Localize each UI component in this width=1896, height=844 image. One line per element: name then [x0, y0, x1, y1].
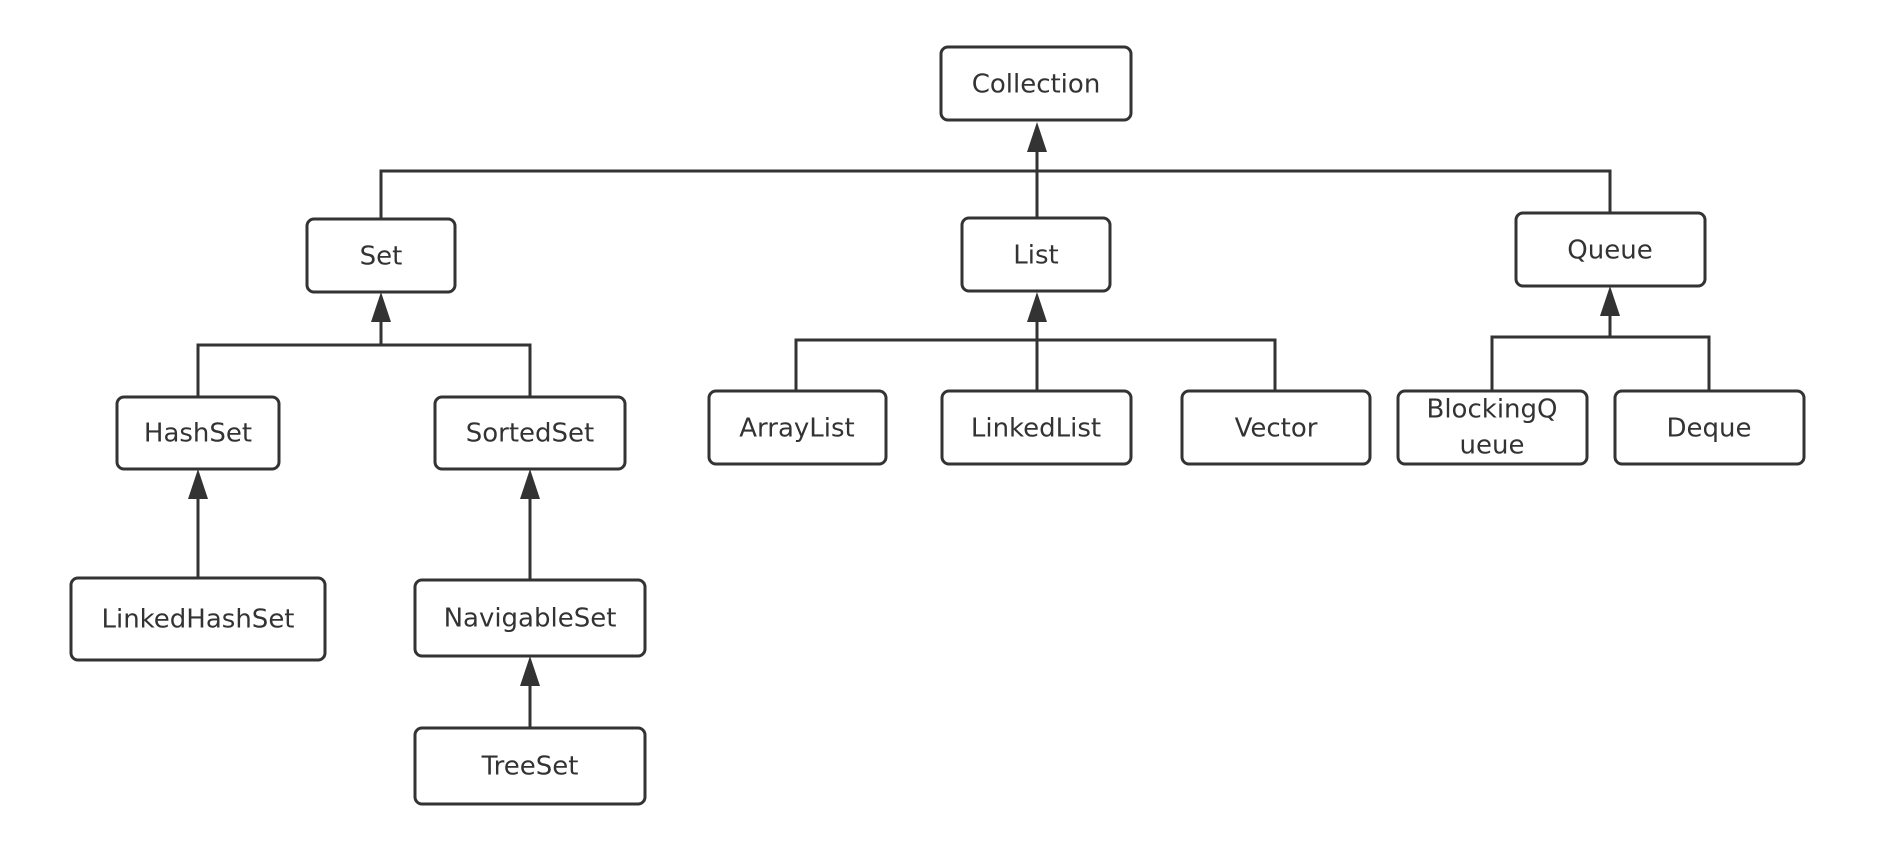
node-collection[interactable]: Collection: [939, 45, 1133, 122]
nodes: Collection Set List Queue HashSet Sorted…: [69, 45, 1806, 806]
node-set[interactable]: Set: [305, 217, 457, 294]
node-label: LinkedList: [971, 414, 1101, 444]
arrow-head-navigableset: [520, 656, 540, 686]
node-list[interactable]: List: [960, 216, 1112, 293]
node-blockingqueue[interactable]: BlockingQ ueue: [1396, 389, 1589, 466]
node-sortedset[interactable]: SortedSet: [433, 395, 627, 471]
edges: [188, 122, 1711, 728]
edge-blockingqueue-to-queue: [1490, 316, 1612, 391]
arrow-head-list: [1027, 292, 1047, 322]
edge-queue-to-collection: [1037, 169, 1612, 213]
node-label-line2: ueue: [1460, 431, 1525, 461]
arrow-head-queue: [1600, 286, 1620, 316]
node-linkedhashset[interactable]: LinkedHashSet: [69, 576, 327, 662]
node-navigableset[interactable]: NavigableSet: [413, 578, 647, 658]
arrow-head-set: [371, 292, 391, 322]
edge-set-to-collection: [379, 152, 1039, 219]
node-deque[interactable]: Deque: [1613, 389, 1806, 466]
node-linkedlist[interactable]: LinkedList: [940, 389, 1133, 466]
node-label: SortedSet: [466, 419, 595, 449]
node-label: Collection: [972, 70, 1101, 100]
node-label: Set: [360, 242, 403, 272]
node-arraylist[interactable]: ArrayList: [707, 389, 888, 466]
node-label: NavigableSet: [444, 604, 617, 634]
node-treeset[interactable]: TreeSet: [413, 726, 647, 806]
node-label-line1: BlockingQ: [1427, 395, 1558, 425]
edge-sortedset-to-set: [381, 343, 532, 397]
node-label: Vector: [1235, 414, 1318, 444]
edge-hashset-to-set: [196, 322, 383, 397]
edge-vector-to-list: [1037, 338, 1277, 391]
node-label: List: [1013, 241, 1058, 271]
edge-deque-to-queue: [1610, 335, 1711, 391]
node-label: ArrayList: [739, 414, 854, 444]
arrow-head-collection: [1027, 122, 1047, 152]
node-hashset[interactable]: HashSet: [115, 395, 281, 471]
edge-arraylist-to-list: [794, 322, 1039, 391]
node-queue[interactable]: Queue: [1514, 211, 1707, 288]
node-label: Deque: [1667, 414, 1752, 444]
node-label: HashSet: [144, 419, 252, 449]
node-label: LinkedHashSet: [101, 605, 294, 635]
arrow-head-sortedset: [520, 469, 540, 499]
arrow-head-hashset: [188, 469, 208, 499]
node-label: TreeSet: [481, 752, 579, 782]
node-label: Queue: [1567, 236, 1652, 266]
node-vector[interactable]: Vector: [1180, 389, 1372, 466]
